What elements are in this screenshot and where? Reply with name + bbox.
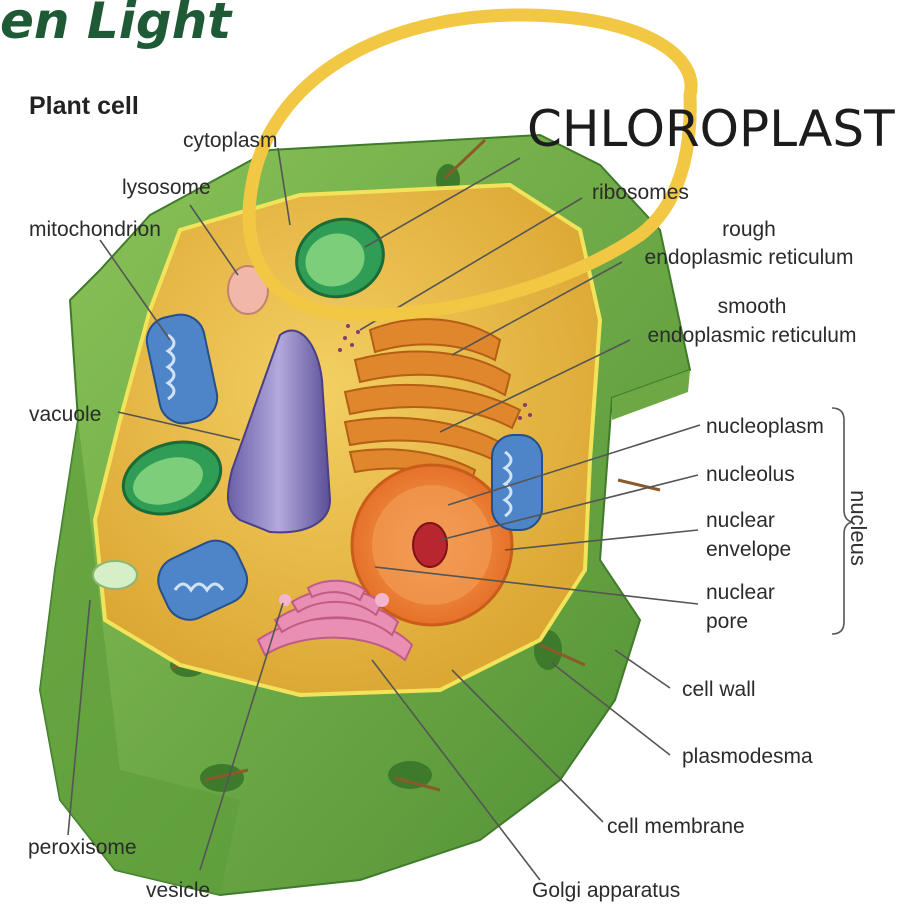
label-lysosome: lysosome (122, 175, 211, 200)
label-nucleoplasm: nucleoplasm (706, 414, 824, 439)
label-peroxisome: peroxisome (28, 835, 137, 860)
label-cell-wall: cell wall (682, 677, 756, 702)
peroxisome-shape (93, 561, 137, 589)
label-nuclear-envelope-line1: nuclear (706, 508, 775, 533)
header-fragment: en Light (0, 0, 231, 50)
chloroplast-label: CHLOROPLAST (527, 100, 895, 158)
label-smooth-er-line1: smooth (633, 294, 871, 319)
label-vesicle: vesicle (146, 878, 210, 903)
label-nucleus: nucleus (845, 490, 871, 566)
label-nucleolus: nucleolus (706, 462, 795, 487)
label-plasmodesma: plasmodesma (682, 744, 813, 769)
label-rough-er-line1: rough (630, 217, 868, 242)
label-smooth-er-line2: endoplasmic reticulum (633, 323, 871, 348)
label-cytoplasm: cytoplasm (183, 128, 278, 153)
label-nuclear-pore-line1: nuclear (706, 580, 775, 605)
label-rough-er-line2: endoplasmic reticulum (630, 245, 868, 270)
label-mitochondrion: mitochondrion (29, 217, 161, 242)
label-cell-membrane: cell membrane (607, 814, 745, 839)
diagram-title: Plant cell (29, 92, 139, 121)
label-ribosomes: ribosomes (592, 180, 689, 205)
label-nuclear-envelope-line2: envelope (706, 537, 791, 562)
label-nuclear-pore-line2: pore (706, 609, 748, 634)
label-golgi-apparatus: Golgi apparatus (532, 878, 680, 903)
label-vacuole: vacuole (29, 402, 101, 427)
